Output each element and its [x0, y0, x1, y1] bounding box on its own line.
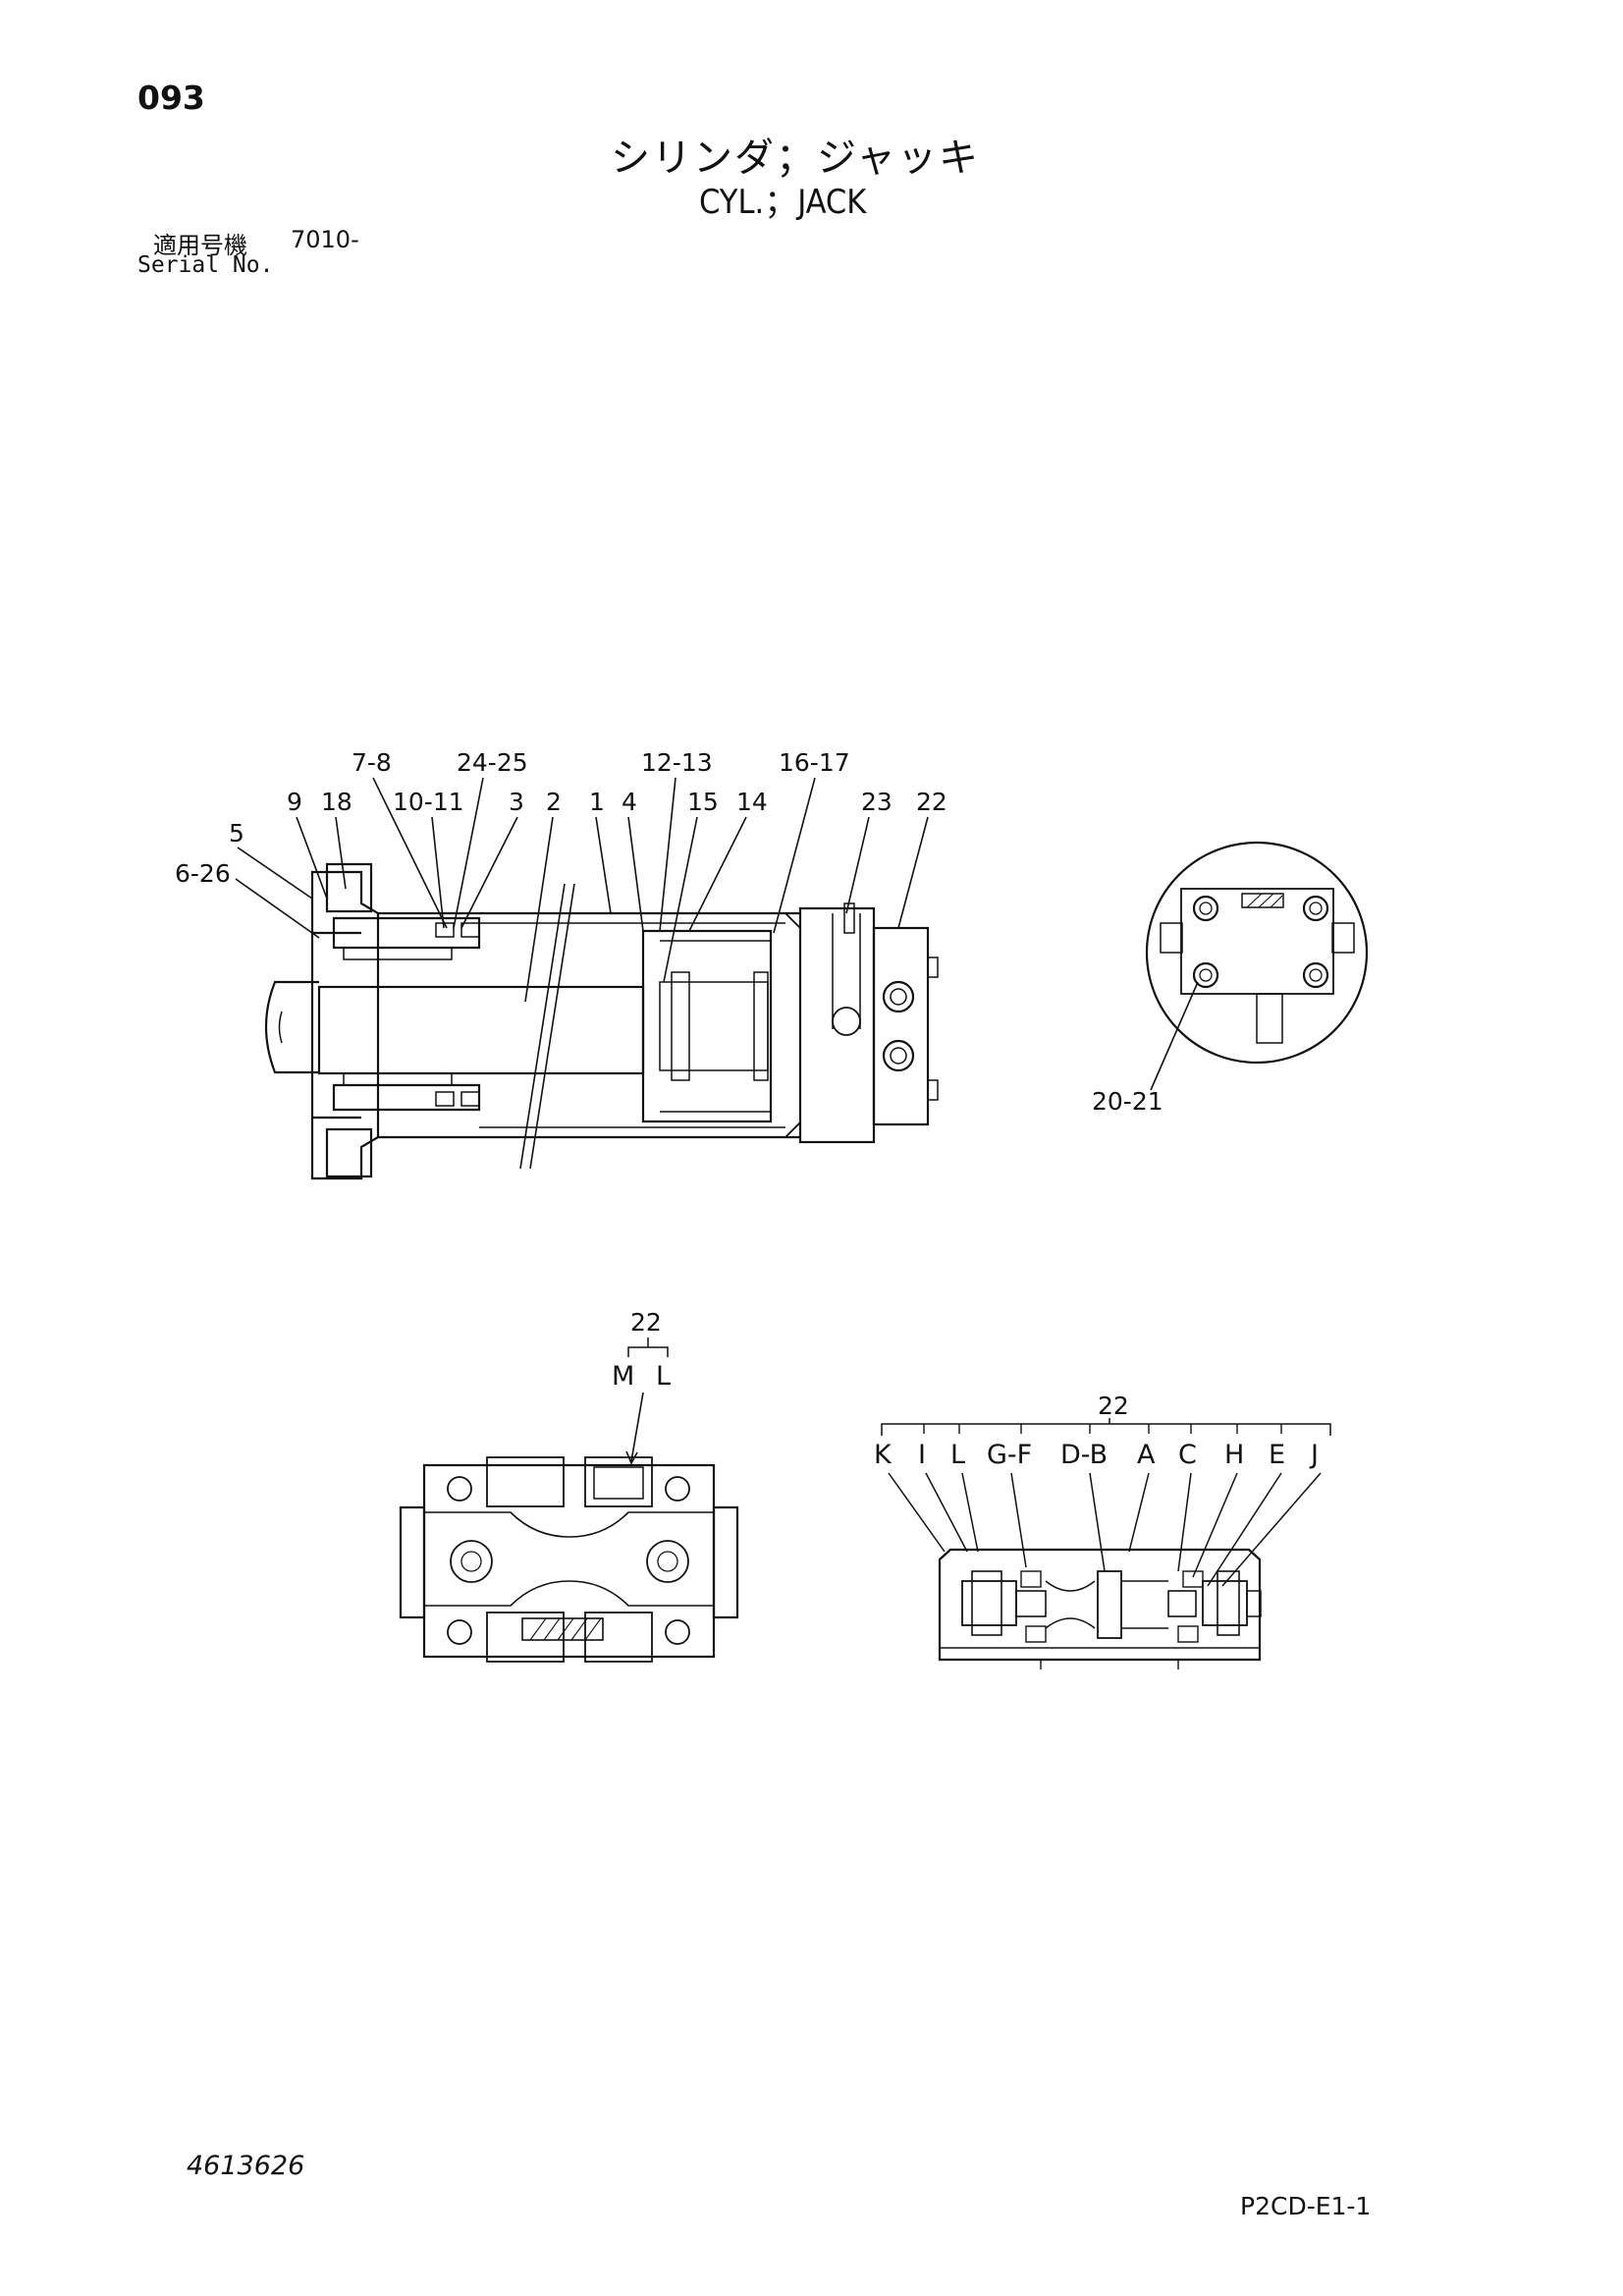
- callout-18: 18: [321, 788, 352, 816]
- callout-j: J: [1309, 1440, 1319, 1470]
- callout-10-11: 10-11: [393, 788, 464, 816]
- callout-h: H: [1224, 1440, 1244, 1470]
- callout-6-26: 6-26: [175, 859, 231, 888]
- callout-1: 1: [589, 788, 605, 816]
- callout-e: E: [1269, 1440, 1285, 1470]
- callout-7-8: 7-8: [352, 748, 392, 777]
- callout-5: 5: [229, 819, 244, 847]
- callout-d-b: D-B: [1060, 1440, 1108, 1470]
- callout-22-right: 22: [1098, 1392, 1129, 1420]
- callout-2: 2: [546, 788, 562, 816]
- callout-24-25: 24-25: [457, 748, 528, 777]
- serial-label-japanese: 適用号機: [153, 232, 247, 259]
- callout-3: 3: [509, 788, 524, 816]
- valve-block-section-view: 22 K I L G-F D-B A C H E J: [874, 1392, 1331, 1669]
- valve-block-top-view: 22 M L: [399, 1308, 739, 1663]
- callout-l: L: [656, 1361, 671, 1392]
- callout-22: 22: [916, 788, 947, 816]
- detail-view-circle: 20-21: [1092, 841, 1369, 1116]
- callout-l-right: L: [950, 1440, 965, 1470]
- callout-c: C: [1178, 1440, 1197, 1470]
- drawing-number: 4613626: [187, 2151, 305, 2181]
- callout-9: 9: [287, 788, 302, 816]
- callout-a: A: [1137, 1440, 1156, 1470]
- serial-value: 7010-: [291, 226, 359, 253]
- leader-lines: [235, 777, 929, 1003]
- page-code: P2CD-E1-1: [1240, 2192, 1372, 2220]
- callout-i: I: [918, 1440, 926, 1470]
- callout-20-21: 20-21: [1092, 1087, 1163, 1116]
- title-japanese: シリンダ；ジャッキ: [611, 136, 980, 181]
- serial-label-english: Serial No.: [137, 252, 274, 278]
- callout-12-13: 12-13: [641, 748, 713, 777]
- callout-4: 4: [622, 788, 637, 816]
- callout-14: 14: [736, 788, 768, 816]
- callout-15: 15: [687, 788, 719, 816]
- callout-m: M: [612, 1361, 634, 1392]
- callout-22-left: 22: [630, 1308, 662, 1337]
- title-english: CYL.；JACK: [699, 183, 867, 222]
- callout-g-f: G-F: [987, 1440, 1032, 1470]
- page-number: 093: [137, 79, 205, 117]
- callout-16-17: 16-17: [779, 748, 850, 777]
- cylinder-assembly-view: 7-8 24-25 12-13 16-17 9 18 10-11 3 2 1 4…: [175, 748, 947, 1180]
- callout-23: 23: [861, 788, 893, 816]
- callout-k: K: [874, 1440, 893, 1470]
